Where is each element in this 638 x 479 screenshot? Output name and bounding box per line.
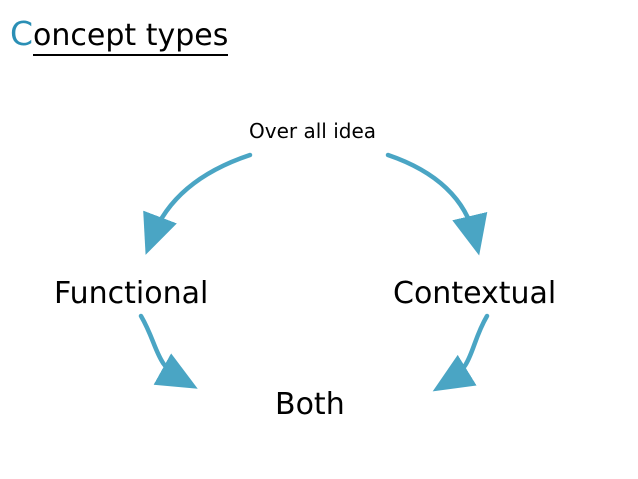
title-first-letter: C — [10, 14, 34, 53]
arrow-overall-to-contextual — [385, 152, 488, 256]
title-rest: oncept types — [33, 18, 229, 56]
page-title: Concept types — [10, 14, 229, 56]
arrow-overall-to-functional — [143, 152, 253, 255]
node-label-contextual: Contextual — [393, 276, 557, 311]
node-label-both: Both — [275, 387, 345, 422]
arrow-functional-to-both — [138, 313, 198, 389]
node-label-overall: Over all idea — [249, 119, 377, 143]
node-label-functional: Functional — [54, 276, 209, 311]
arrow-contextual-to-both — [432, 313, 490, 392]
